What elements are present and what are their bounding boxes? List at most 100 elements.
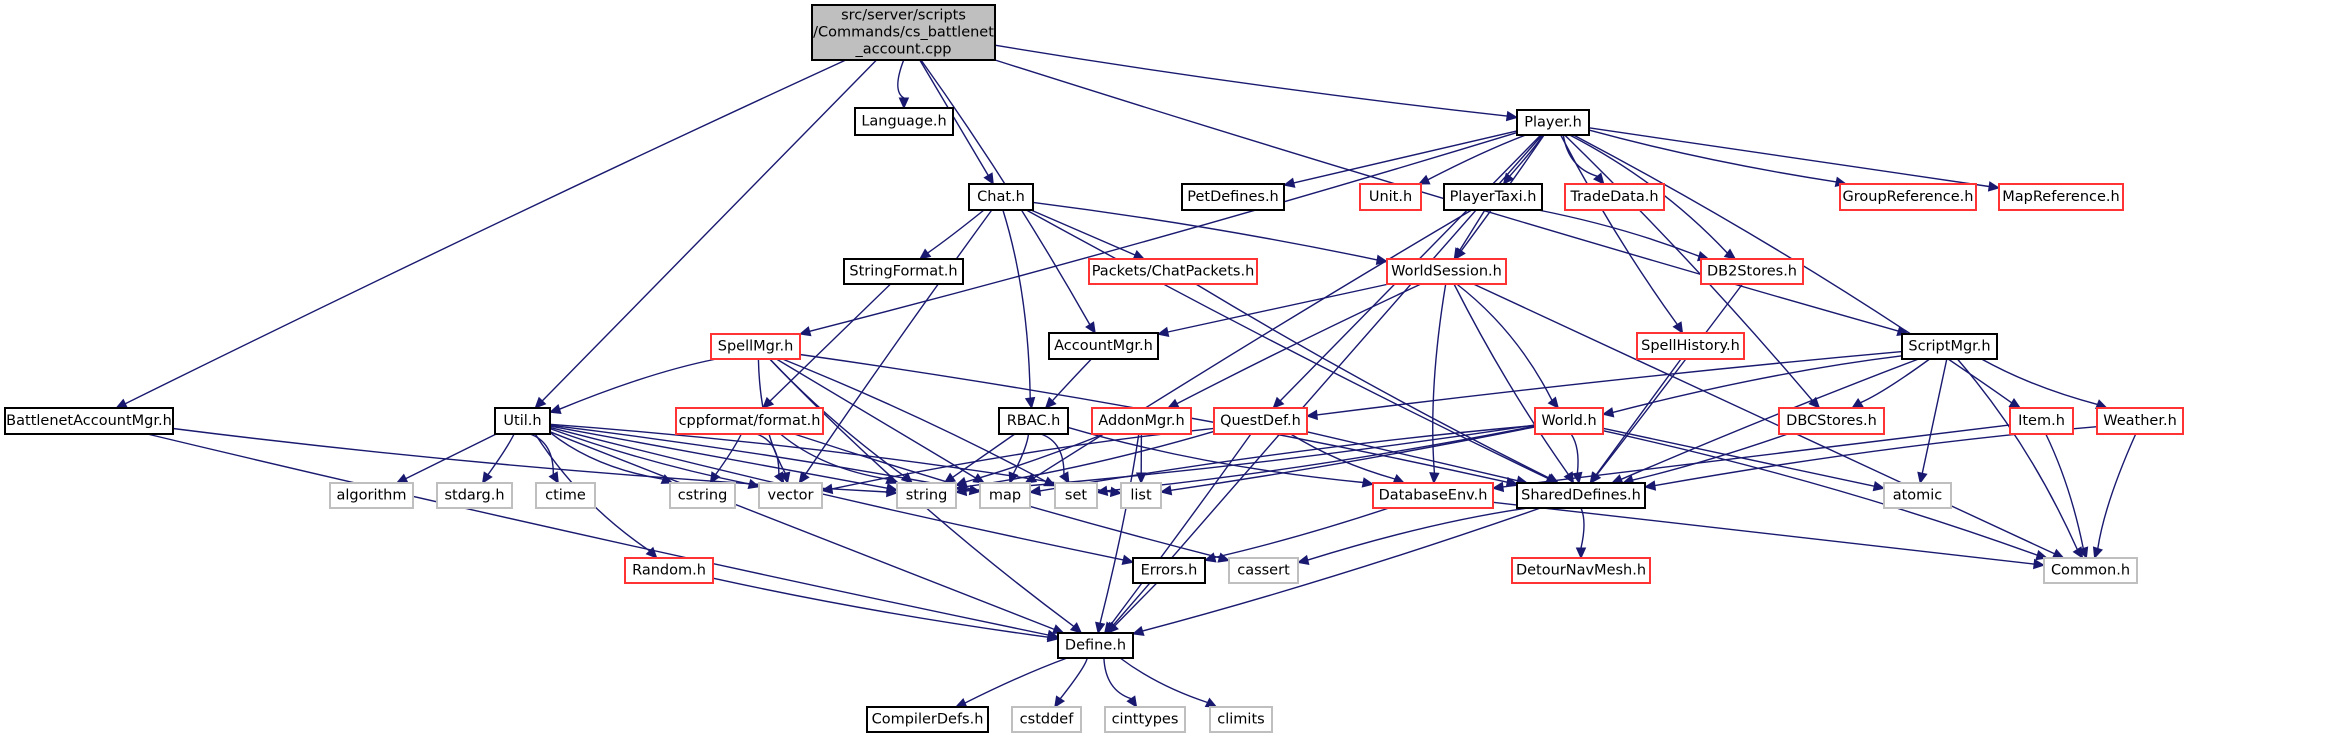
- node-label: cinttypes: [1112, 712, 1179, 728]
- node-unit[interactable]: Unit.h: [1359, 183, 1422, 211]
- arrowhead-icon: [1272, 396, 1285, 409]
- node-algorithm[interactable]: algorithm: [329, 482, 414, 509]
- node-dbcstores[interactable]: DBCStores.h: [1778, 407, 1885, 435]
- node-errors[interactable]: Errors.h: [1132, 557, 1206, 584]
- node-petdefines[interactable]: PetDefines.h: [1181, 183, 1285, 211]
- edge-line: [1099, 433, 1140, 624]
- arrowhead-icon: [1203, 552, 1217, 563]
- node-mapreference[interactable]: MapReference.h: [1998, 183, 2124, 211]
- node-box: [1516, 109, 1590, 136]
- node-cstddef[interactable]: cstddef: [1011, 706, 1082, 733]
- node-ctime[interactable]: ctime: [535, 482, 596, 509]
- node-label: ctime: [545, 488, 586, 504]
- node-db2stores[interactable]: DB2Stores.h: [1700, 258, 1804, 285]
- arrowhead-icon: [1505, 110, 1519, 122]
- node-item[interactable]: Item.h: [2009, 407, 2074, 435]
- node-addonmgr[interactable]: AddonMgr.h: [1091, 407, 1192, 435]
- edge-line: [1595, 358, 1682, 476]
- node-chat[interactable]: Chat.h: [968, 183, 1034, 211]
- node-random[interactable]: Random.h: [624, 557, 714, 584]
- edge-line: [1602, 427, 1875, 487]
- node-scriptmgr[interactable]: ScriptMgr.h: [1901, 333, 1998, 360]
- node-accountmgr[interactable]: AccountMgr.h: [1048, 332, 1159, 360]
- edge-line: [1067, 426, 1364, 484]
- edge-playertaxi-to-worldsession: [1453, 209, 1486, 261]
- node-detournavmesh[interactable]: DetourNavMesh.h: [1511, 557, 1651, 584]
- node-groupreference[interactable]: GroupReference.h: [1839, 183, 1977, 211]
- edge-line: [804, 209, 993, 476]
- node-vector[interactable]: vector: [758, 482, 823, 509]
- node-battlenetaccountmgr[interactable]: BattlenetAccountMgr.h: [4, 407, 174, 435]
- arrowhead-icon: [2078, 546, 2089, 560]
- node-language[interactable]: Language.h: [854, 107, 954, 136]
- node-playertaxi[interactable]: PlayerTaxi.h: [1443, 183, 1543, 211]
- node-box: [1516, 482, 1646, 509]
- node-cstring[interactable]: cstring: [669, 482, 736, 509]
- edge-line: [1588, 129, 1837, 183]
- node-questdef[interactable]: QuestDef.h: [1213, 407, 1308, 435]
- edge-line: [1492, 501, 2035, 565]
- node-stringformat[interactable]: StringFormat.h: [843, 258, 964, 285]
- edge-line: [1459, 209, 1486, 251]
- node-spellmgr[interactable]: SpellMgr.h: [710, 333, 801, 360]
- edge-line: [1170, 426, 1536, 491]
- node-label: cassert: [1237, 563, 1290, 579]
- node-world[interactable]: World.h: [1534, 407, 1604, 435]
- node-label: MapReference.h: [2002, 189, 2119, 205]
- node-chatpackets[interactable]: Packets/ChatPackets.h: [1088, 258, 1258, 285]
- arrowhead-icon: [1121, 554, 1135, 565]
- edge-line: [1033, 209, 1473, 479]
- arrowhead-icon: [1872, 480, 1886, 492]
- node-databaseenv[interactable]: DatabaseEnv.h: [1372, 482, 1494, 509]
- node-map[interactable]: map: [979, 482, 1031, 509]
- edge-chat-to-chatpackets: [1030, 209, 1146, 260]
- node-box: [1359, 183, 1422, 211]
- node-box: [758, 482, 823, 509]
- node-spellhistory[interactable]: SpellHistory.h: [1636, 332, 1745, 360]
- node-compilerdefs[interactable]: CompilerDefs.h: [866, 706, 989, 733]
- node-string[interactable]: string: [896, 482, 957, 509]
- arrowhead-icon: [773, 471, 785, 485]
- arrowhead-icon: [1296, 554, 1310, 566]
- node-root[interactable]: src/server/scripts/Commands/cs_battlenet…: [811, 4, 996, 61]
- node-label: DB2Stores.h: [1707, 264, 1797, 280]
- edge-line: [1538, 209, 1700, 257]
- node-list[interactable]: list: [1120, 482, 1162, 509]
- node-define[interactable]: Define.h: [1057, 632, 1134, 659]
- node-common[interactable]: Common.h: [2043, 557, 2138, 584]
- edge-define-to-compilerdefs: [954, 657, 1068, 708]
- node-box: [1778, 407, 1885, 435]
- edge-line: [549, 424, 971, 491]
- edge-worldsession-to-world: [1456, 283, 1560, 409]
- edge-util-to-ctime: [529, 433, 559, 485]
- node-stdarg[interactable]: stdarg.h: [436, 482, 513, 509]
- node-label: Weather.h: [2103, 413, 2177, 429]
- node-climits[interactable]: climits: [1209, 706, 1273, 733]
- arrowhead-icon: [1095, 621, 1106, 635]
- arrowhead-icon: [1563, 471, 1575, 485]
- node-label: Util.h: [503, 413, 541, 429]
- edge-util-to-errors: [549, 426, 1135, 565]
- node-worldsession[interactable]: WorldSession.h: [1386, 258, 1507, 285]
- node-box: [624, 557, 714, 584]
- edge-line: [1025, 209, 1549, 480]
- node-box: [436, 482, 513, 509]
- node-label: DBCStores.h: [1786, 413, 1877, 429]
- edge-line: [1602, 430, 2038, 556]
- node-weather[interactable]: Weather.h: [2096, 407, 2184, 435]
- node-shareddefines[interactable]: SharedDefines.h: [1516, 482, 1646, 509]
- node-player[interactable]: Player.h: [1516, 109, 1590, 136]
- node-cppformat[interactable]: cppformat/format.h: [675, 407, 824, 435]
- arrowhead-icon: [1028, 485, 1042, 496]
- node-util[interactable]: Util.h: [494, 407, 551, 435]
- arrowhead-icon: [534, 396, 547, 409]
- node-rbac[interactable]: RBAC.h: [998, 407, 1069, 435]
- node-atomic[interactable]: atomic: [1883, 482, 1952, 509]
- node-tradedata[interactable]: TradeData.h: [1564, 183, 1665, 211]
- node-cassert[interactable]: cassert: [1228, 557, 1299, 584]
- edge-player-to-playertaxi: [1502, 134, 1544, 185]
- node-cinttypes[interactable]: cinttypes: [1104, 706, 1186, 733]
- edge-databaseenv-to-common: [1492, 501, 2046, 570]
- arrowhead-icon: [2051, 548, 2065, 559]
- node-set[interactable]: set: [1054, 482, 1098, 509]
